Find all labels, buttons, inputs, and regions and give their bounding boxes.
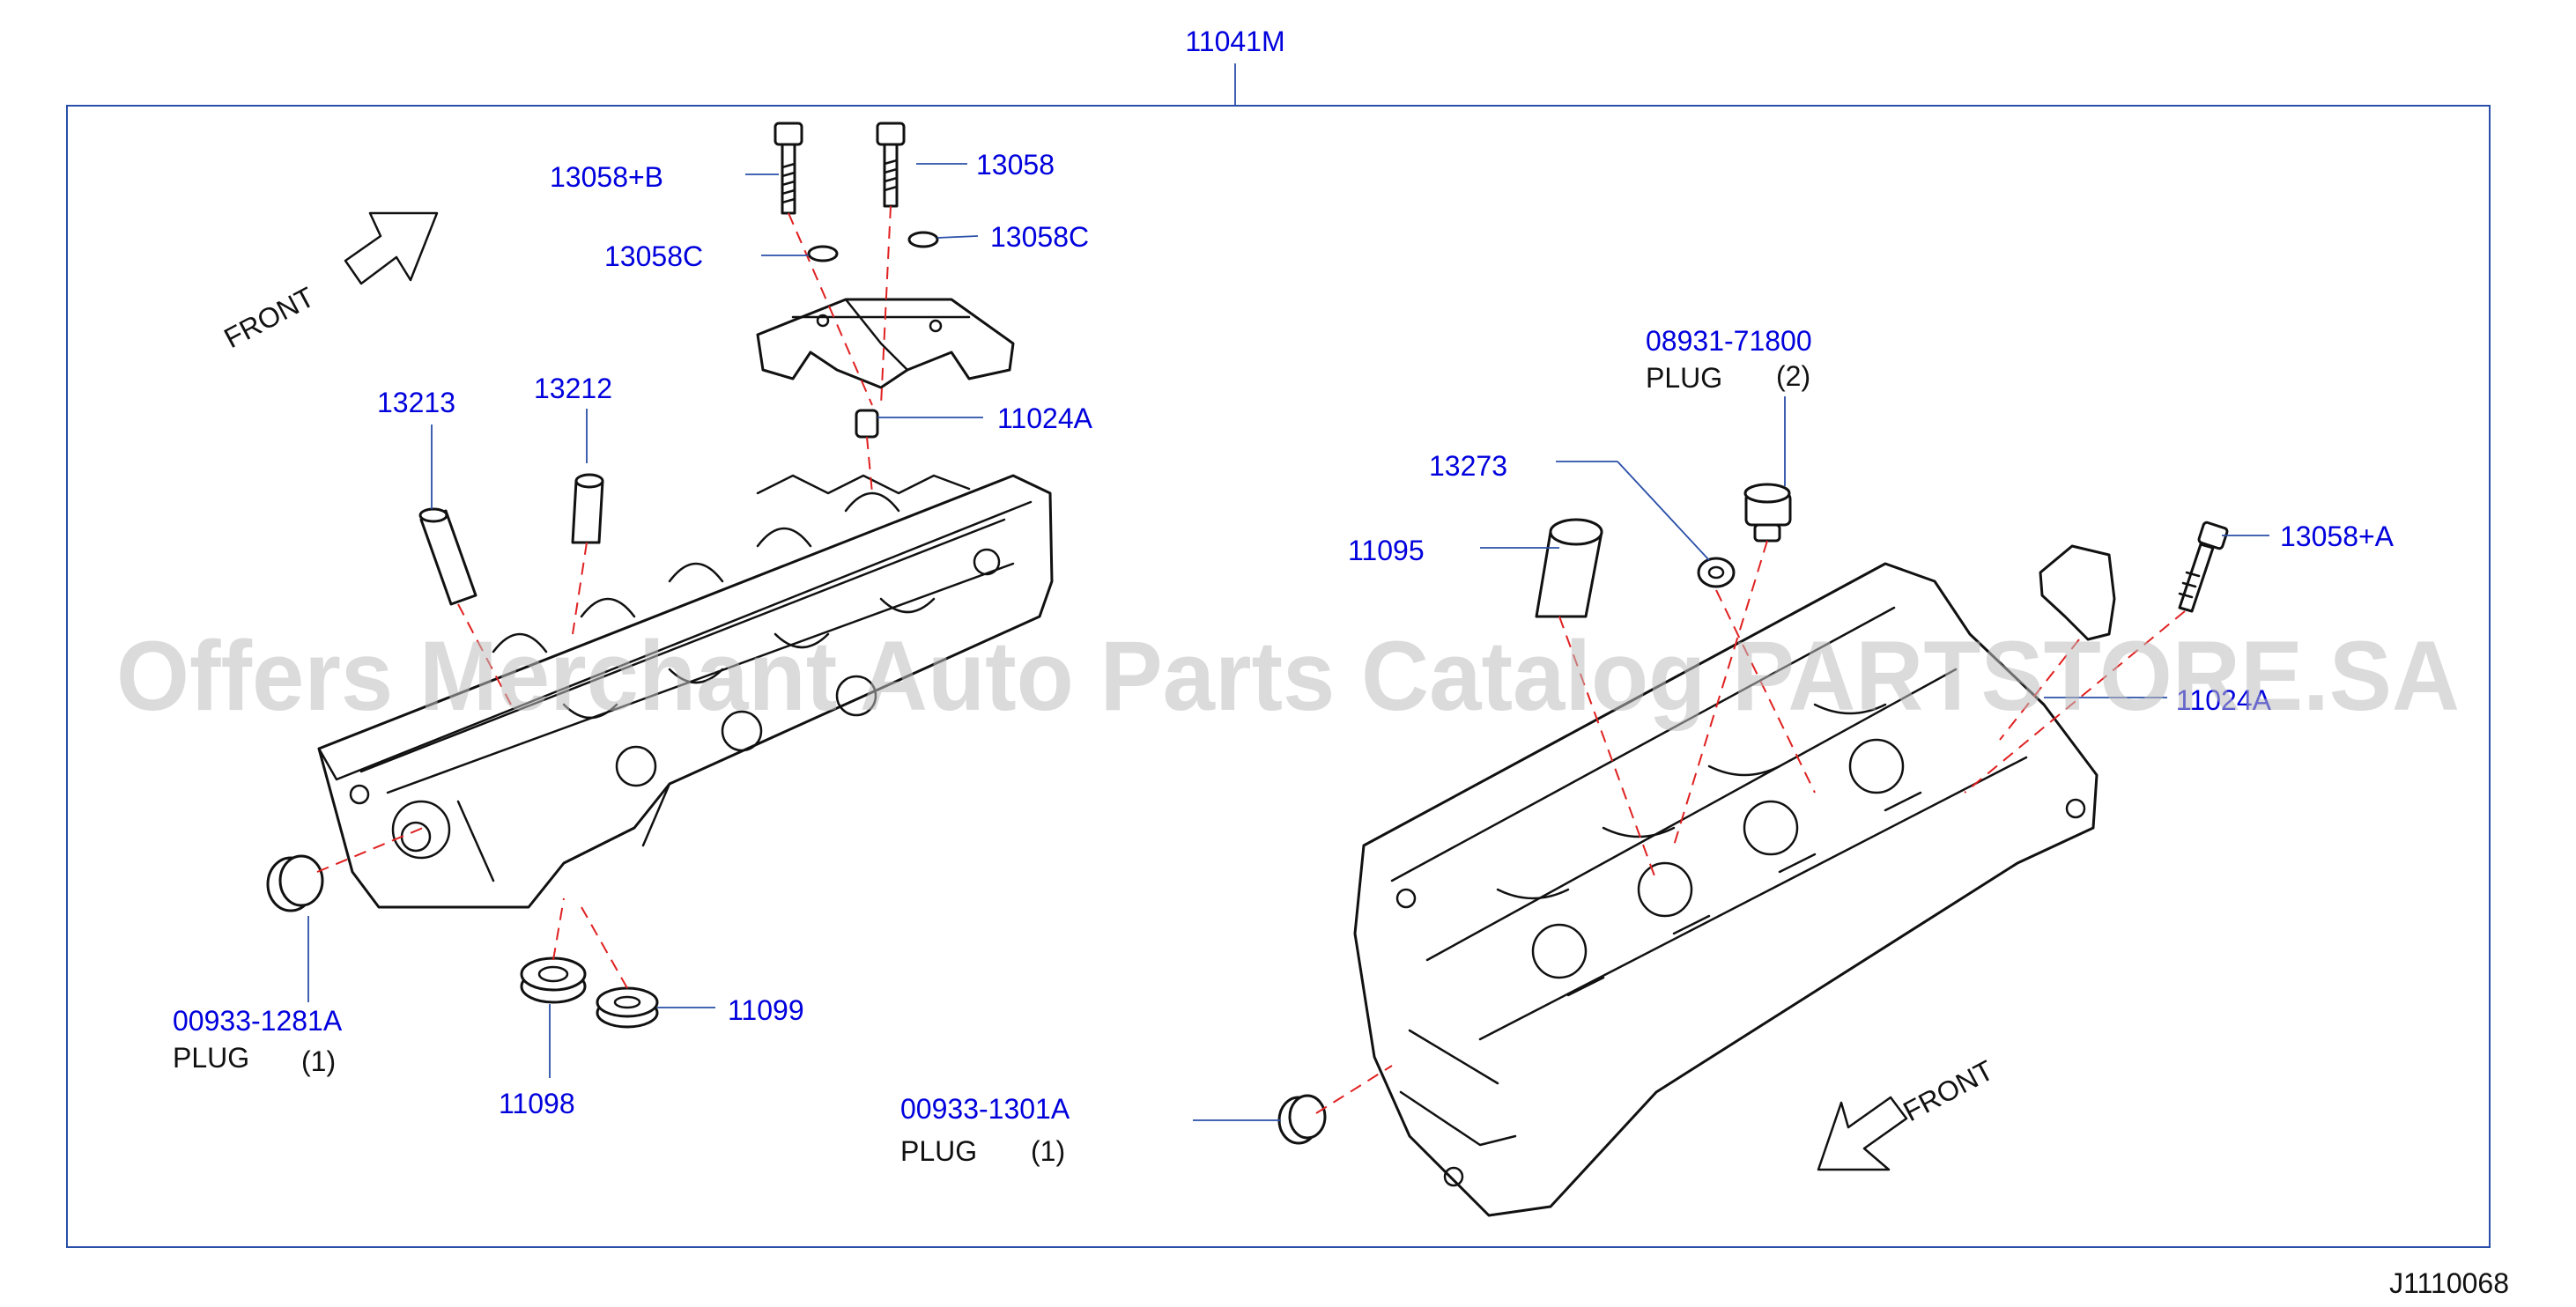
label-11024a-top: 11024A — [997, 402, 1093, 434]
seal-11099 — [596, 986, 659, 1029]
watermark: Offers Merchant Auto Parts Catalog PARTS… — [116, 621, 2460, 731]
plug-08931-71800 — [1743, 483, 1792, 543]
valve-guide-11095 — [1535, 518, 1603, 618]
diagram-frame — [66, 105, 2491, 1248]
bolt-13058b — [774, 122, 803, 215]
label-plug-left: PLUG — [173, 1042, 249, 1074]
label-11099: 11099 — [728, 994, 804, 1026]
cam-bracket — [756, 298, 1015, 389]
seal-11098 — [520, 956, 587, 1004]
label-13212: 13212 — [534, 373, 612, 404]
label-plug-left-qty: (1) — [301, 1045, 336, 1077]
plug-00933-1281a — [266, 854, 324, 912]
label-plug-top: PLUG — [1646, 362, 1722, 394]
front-label-left: FRONT — [218, 281, 319, 355]
washer-13273 — [1697, 557, 1736, 588]
valve-guide-13212 — [571, 479, 604, 544]
label-00933-1301a: 00933-1301A — [900, 1093, 1070, 1125]
washer-13058c-left — [807, 245, 839, 262]
bolt-13058a — [2178, 521, 2229, 613]
front-arrow-right: FRONT — [1817, 1054, 1999, 1171]
valve-guide-13213 — [419, 509, 477, 606]
front-arrow-left: FRONT — [218, 211, 439, 355]
right-cylinder-head — [1353, 562, 2099, 1217]
label-13213: 13213 — [377, 387, 455, 418]
label-plug-top-qty: (2) — [1776, 360, 1810, 392]
label-plug-right: PLUG — [900, 1135, 977, 1167]
label-08931-71800: 08931-71800 — [1646, 325, 1812, 357]
label-11095: 11095 — [1348, 535, 1425, 566]
washer-13058c-right — [907, 231, 939, 248]
label-13058c-right: 13058C — [990, 221, 1089, 253]
label-11098: 11098 — [499, 1088, 575, 1119]
label-13058b: 13058+B — [550, 161, 663, 193]
label-13058c-left: 13058C — [604, 240, 703, 272]
front-label-right: FRONT — [1898, 1054, 1998, 1128]
plug-00933-1301a — [1277, 1094, 1327, 1145]
label-13058a: 13058+A — [2280, 521, 2395, 552]
label-plug-right-qty: (1) — [1031, 1135, 1065, 1167]
left-cylinder-head — [317, 474, 1054, 909]
label-13273: 13273 — [1429, 450, 1507, 482]
label-11024a-right: 11024A — [2176, 684, 2272, 716]
camshaft-bracket-right — [2039, 544, 2116, 641]
diagram-id: J1110068 — [2389, 1267, 2509, 1299]
label-13058: 13058 — [976, 149, 1055, 181]
frame-label: 11041M — [1185, 26, 1284, 57]
dowel-11024a-top — [855, 409, 879, 439]
bolt-13058 — [876, 122, 906, 208]
label-00933-1281a: 00933-1281A — [173, 1005, 343, 1037]
